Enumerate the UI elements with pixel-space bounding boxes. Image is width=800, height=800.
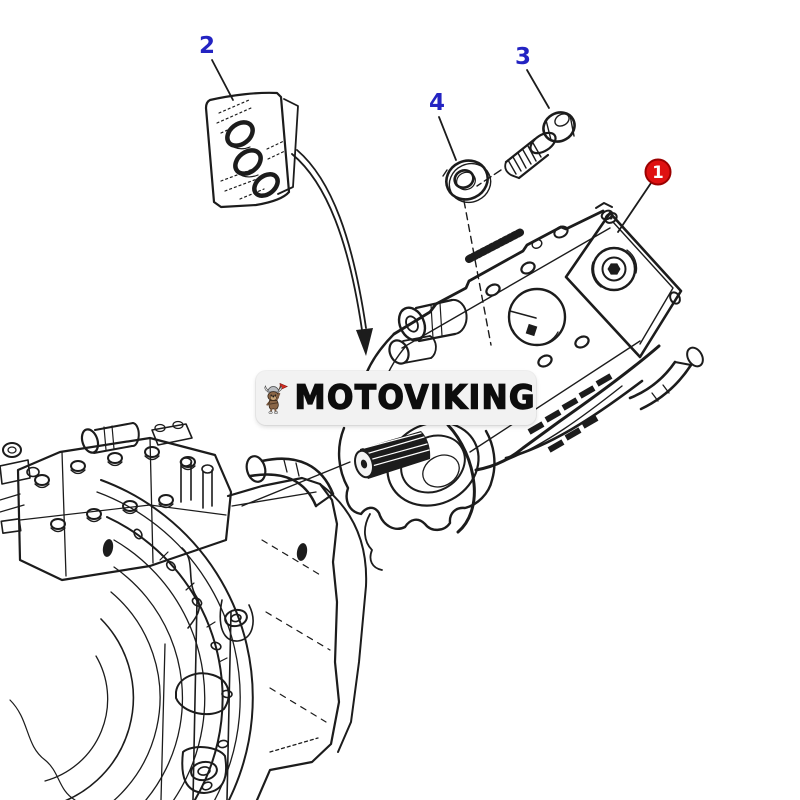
washer-axis-dashed-line	[463, 200, 492, 346]
mascot-body	[268, 400, 279, 410]
mascot-horn-right	[277, 385, 283, 392]
seal-kit-drawing	[204, 91, 373, 356]
viking-dog-mascot-icon	[264, 382, 288, 414]
transmission-drawing	[0, 420, 368, 800]
callout-2-leader	[211, 59, 234, 101]
callout-3-leader	[526, 69, 550, 109]
callout-3-label: 3	[515, 44, 531, 70]
callout-1-badge	[644, 158, 672, 186]
mascot-horn-left	[264, 385, 269, 392]
callout-2: 2	[199, 33, 234, 101]
install-arrow-head	[356, 328, 373, 356]
callout-1-label: 1	[652, 163, 663, 182]
callout-4: 4	[429, 90, 457, 161]
valve-block-bolts	[34, 446, 196, 533]
callout-1: 1	[617, 158, 672, 233]
watermark-pill: MOTOVIKING	[256, 371, 536, 425]
washer-drawing	[442, 159, 492, 346]
pump-to-transmission-leader	[241, 461, 351, 507]
install-arrow-curve	[291, 153, 363, 331]
seal-kit-bracket	[277, 98, 299, 195]
callout-4-leader	[438, 116, 457, 161]
callout-1-leader	[617, 182, 652, 233]
callout-3: 3	[515, 44, 550, 109]
callout-4-label: 4	[429, 90, 445, 116]
seal-rings	[225, 120, 280, 198]
splined-shaft	[359, 431, 431, 479]
bolt-drawing	[476, 111, 576, 187]
callout-2-label: 2	[199, 33, 215, 59]
pump-drawing	[337, 202, 704, 571]
brand-text: MOTOVIKING	[294, 378, 536, 417]
